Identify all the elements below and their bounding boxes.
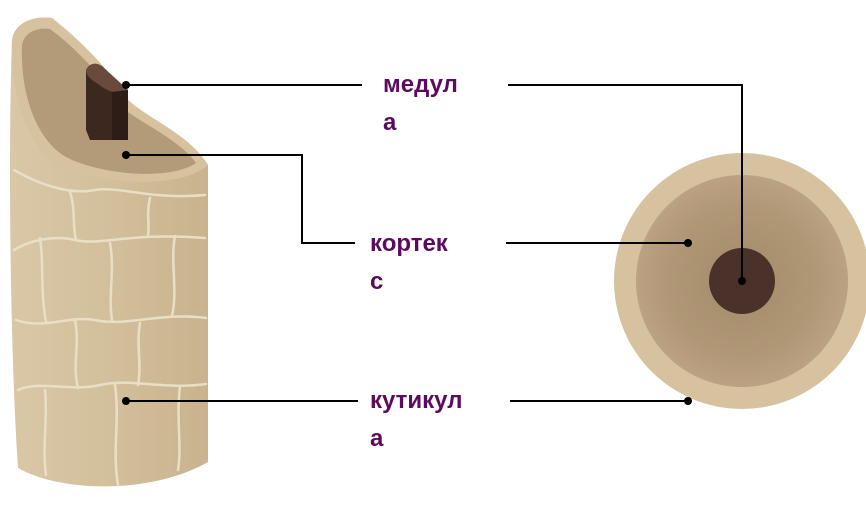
dot-medulla-section bbox=[738, 277, 746, 285]
label-cortex-line2: с bbox=[370, 268, 384, 295]
dot-cuticle-shaft bbox=[122, 397, 130, 405]
label-cortex-line1: кортек bbox=[370, 230, 448, 257]
dot-medulla-shaft bbox=[122, 81, 130, 89]
leader-lines bbox=[126, 84, 743, 402]
dot-cuticle-section bbox=[684, 397, 692, 405]
label-medulla-line2: а bbox=[383, 109, 397, 136]
dot-cortex-shaft bbox=[122, 151, 130, 159]
leader-medulla-right bbox=[508, 84, 743, 281]
hair-shaft bbox=[10, 17, 208, 487]
pointer-dots bbox=[122, 81, 746, 405]
label-cuticle-line1: кутикул bbox=[370, 387, 463, 414]
dot-cortex-section bbox=[684, 239, 692, 247]
label-cuticle: кутикул а bbox=[370, 382, 462, 458]
label-medulla: медул а bbox=[383, 66, 458, 142]
cuticle-scale-pattern bbox=[12, 168, 208, 487]
label-medulla-line1: медул bbox=[383, 71, 458, 98]
shaft-medulla bbox=[86, 63, 128, 140]
label-cortex: кортек с bbox=[370, 225, 448, 301]
leader-cortex-left bbox=[126, 154, 355, 244]
label-cuticle-line2: а bbox=[370, 425, 384, 452]
